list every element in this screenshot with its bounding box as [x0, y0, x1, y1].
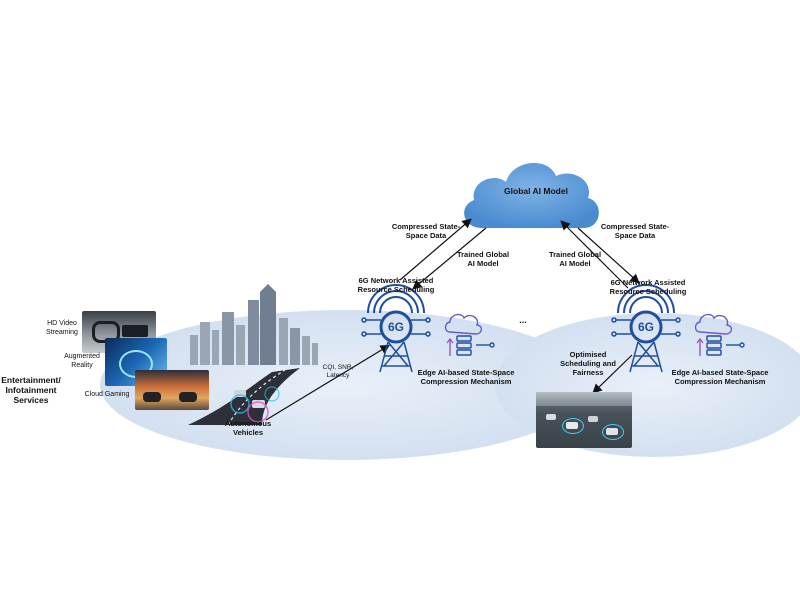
cqi-arrow [265, 344, 391, 421]
left-compressed-data-label: Compressed State- Space Data [391, 222, 461, 240]
scheduling-label: Optimised Scheduling and Fairness [560, 350, 616, 377]
cloud-arrows [399, 218, 640, 290]
right-6g-badge: 6G [638, 320, 654, 334]
left-network-label: 6G Network Assisted Resource Scheduling [357, 276, 435, 294]
vehicles-graphic [230, 386, 280, 423]
global-ai-cloud [464, 163, 599, 228]
ellipsis: ... [519, 315, 527, 325]
left-6g-tower [361, 284, 431, 373]
service-item-augmented-reality: Augmented Reality [64, 353, 100, 369]
city-skyline [190, 284, 318, 365]
services-group-label: Entertainment/ Infotainment Services [1, 375, 61, 405]
scheduling-arrow [592, 354, 633, 394]
vehicles-label: Autonomous Vehicles [224, 419, 272, 437]
link-metrics-label: CQI, SNR, Latency [322, 364, 354, 379]
road-marking [227, 369, 286, 426]
left-edge-ai-icon [444, 313, 495, 356]
right-edge-ai-icon [694, 313, 745, 356]
traffic-scheduling-image [536, 392, 632, 448]
right-6g-tower [611, 284, 681, 373]
cloud-gaming-image [135, 370, 209, 410]
left-trained-model-label: Trained Global AI Model [456, 250, 510, 268]
right-trained-model-label: Trained Global AI Model [548, 250, 602, 268]
right-compressed-data-label: Compressed State- Space Data [600, 222, 670, 240]
right-edge-ai-label: Edge AI-based State-Space Compression Me… [671, 368, 769, 386]
left-6g-badge: 6G [388, 320, 404, 334]
right-network-label: 6G Network Assisted Resource Scheduling [609, 278, 687, 296]
service-item-cloud-gaming: Cloud Gaming [84, 391, 130, 398]
left-edge-ai-label: Edge AI-based State-Space Compression Me… [417, 368, 515, 386]
service-item-hd-video: HD Video Streaming [46, 320, 78, 336]
cloud-label: Global AI Model [504, 186, 568, 196]
